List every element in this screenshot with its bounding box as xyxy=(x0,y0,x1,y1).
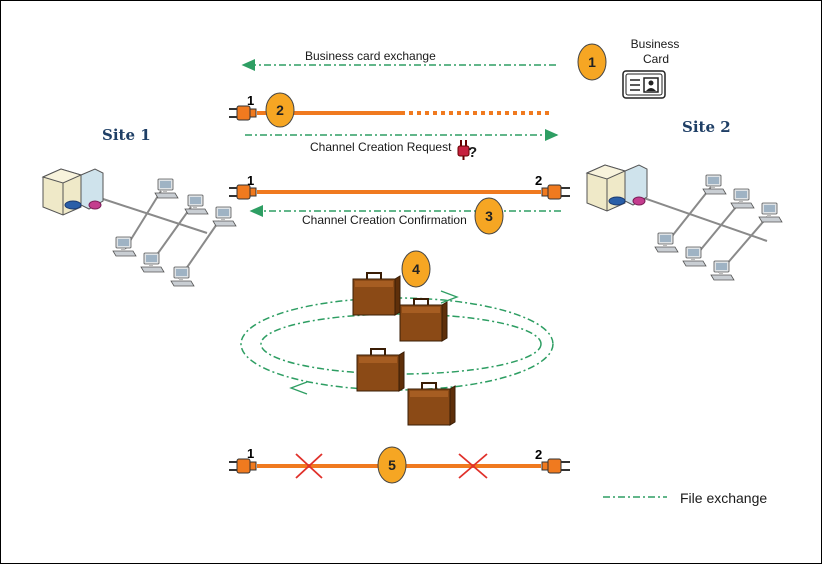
disconnect-cross-left xyxy=(295,453,323,479)
site-2-label: Site 2 xyxy=(682,118,731,136)
file-exchange-inner-loop xyxy=(260,313,542,375)
computer-icon xyxy=(112,236,137,257)
computer-icon xyxy=(682,246,707,267)
briefcase-icon xyxy=(399,298,448,342)
step-4-marker: 4 xyxy=(401,250,431,288)
computer-icon xyxy=(170,266,195,287)
business-card-label-line1: Business xyxy=(631,37,680,51)
computer-icon xyxy=(140,252,165,273)
step-5-number: 5 xyxy=(388,457,396,473)
plug-icon-step3-right xyxy=(541,184,571,200)
site-1-network xyxy=(42,168,237,287)
business-card-label-line2: Card xyxy=(643,52,669,66)
computer-icon xyxy=(212,206,237,227)
svg-text:?: ? xyxy=(468,144,477,161)
plug-icon-step5-left xyxy=(228,458,257,474)
step-3-number: 3 xyxy=(485,208,493,224)
server-icon-site1 xyxy=(42,168,104,216)
step-3-marker: 3 xyxy=(474,197,504,235)
legend-file-exchange-label: File exchange xyxy=(680,490,767,506)
plug-number-step5-right: 2 xyxy=(535,447,542,462)
plug-icon-step5-right xyxy=(541,458,571,474)
question-plug-icon: ? xyxy=(457,140,477,161)
loop-arrowhead-bottom xyxy=(289,381,308,395)
computer-icon xyxy=(702,174,727,195)
step-5-marker: 5 xyxy=(377,446,407,484)
step-2-marker: 2 xyxy=(265,92,295,128)
computer-icon xyxy=(710,260,735,281)
computer-icon xyxy=(184,194,209,215)
channel-confirmation-label: Channel Creation Confirmation xyxy=(302,213,467,227)
briefcase-icon xyxy=(407,382,456,426)
loop-arrowhead-top xyxy=(440,290,459,304)
server-icon-site2 xyxy=(586,164,648,212)
briefcase-icon xyxy=(352,272,401,316)
computer-icon xyxy=(154,178,179,199)
disconnect-cross-right xyxy=(458,453,488,479)
computer-icon xyxy=(730,188,755,209)
computer-icon xyxy=(758,202,783,223)
channel-request-label: Channel Creation Request xyxy=(310,140,452,154)
step-1-marker: 1 xyxy=(577,43,607,81)
business-card-icon xyxy=(622,70,666,99)
plug-number-step5-left: 1 xyxy=(247,446,254,461)
plug-number-step2: 1 xyxy=(247,93,254,108)
step-1-number: 1 xyxy=(588,54,596,70)
computer-icon xyxy=(654,232,679,253)
plug-icon-step2-left xyxy=(228,105,257,121)
legend: File exchange xyxy=(603,490,767,506)
business-card-exchange-label: Business card exchange xyxy=(305,49,436,63)
plug-number-step3-left: 1 xyxy=(247,173,254,188)
site-2-network xyxy=(586,164,783,281)
briefcase-icon xyxy=(356,348,405,392)
step-4-number: 4 xyxy=(412,261,420,277)
plug-number-step3-right: 2 xyxy=(535,173,542,188)
step-2-number: 2 xyxy=(276,102,284,118)
site-1-label: Site 1 xyxy=(102,126,151,144)
